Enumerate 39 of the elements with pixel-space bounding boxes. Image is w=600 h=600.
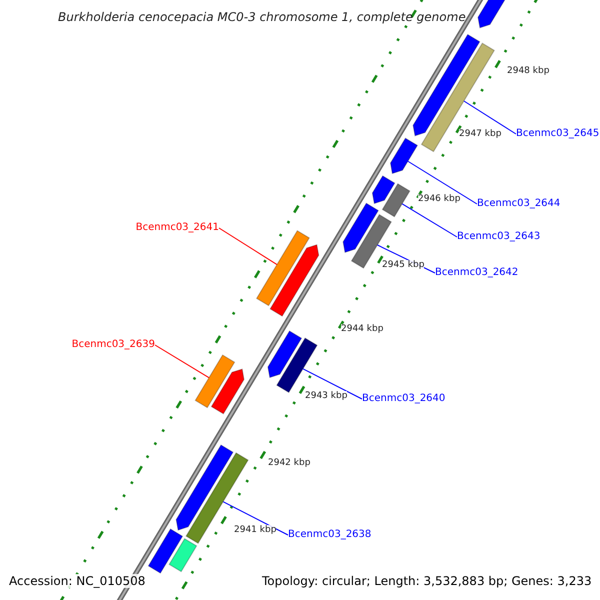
gene-segment: [342, 202, 379, 254]
scale-label: 2944 kbp: [341, 324, 384, 335]
gene-label: Bcenmc03_2638: [288, 529, 372, 541]
gene-label: Bcenmc03_2645: [516, 128, 600, 140]
gene-bar: [148, 528, 184, 574]
gene-bar: [256, 230, 310, 306]
gene-bar: [168, 538, 198, 572]
gene-segment: [210, 368, 245, 414]
gene-label: Bcenmc03_2643: [457, 231, 540, 243]
scale-label: 2946 kbp: [418, 194, 460, 205]
scale-label: 2947 kbp: [459, 129, 502, 140]
topology-text: Topology: circular; Length: 3,532,883 bp; Genes: 3,233: [262, 574, 592, 588]
scale-label: 2941 kbp: [234, 525, 276, 536]
gene-segment: [412, 34, 480, 136]
gene-segment: [390, 138, 418, 174]
scale-label: 2943 kbp: [305, 391, 348, 402]
leader-line: [222, 501, 288, 536]
gene-segment: [176, 444, 234, 531]
scale-label: 2948 kbp: [507, 66, 550, 77]
scale-label: 2942 kbp: [268, 458, 310, 469]
accession-text: Accession: NC_010508: [9, 574, 146, 588]
gene-label: Bcenmc03_2644: [477, 198, 560, 210]
leader-line: [463, 100, 516, 134]
scale-label: 2945 kbp: [382, 260, 424, 271]
gene-segment: [372, 175, 396, 204]
gene-segment: [270, 244, 320, 317]
leader-line: [402, 203, 458, 238]
gene-segment: [267, 330, 302, 378]
gene-label: Bcenmc03_2641: [136, 222, 219, 234]
gene-label: Bcenmc03_2642: [435, 267, 518, 279]
gene-bar: [194, 354, 236, 408]
leader-line: [302, 368, 362, 400]
gene-label: Bcenmc03_2640: [362, 393, 446, 405]
leader-line: [218, 228, 278, 266]
leader-line: [154, 344, 210, 378]
title: Burkholderia cenocepacia MC0-3 chromosome 1, complete genome: [58, 10, 466, 24]
leader-line: [407, 160, 478, 204]
gene-bar: [382, 183, 410, 218]
gene-label: Bcenmc03_2639: [72, 339, 155, 351]
